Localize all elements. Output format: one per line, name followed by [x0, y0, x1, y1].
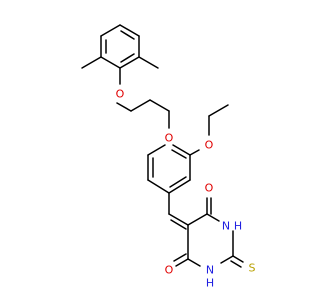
- bond: [187, 258, 201, 267]
- bond: [119, 56, 140, 69]
- bond: [100, 56, 121, 69]
- bond: [149, 99, 170, 112]
- nitrogen-hydrogen-bottom: H: [206, 277, 214, 290]
- oxygen-label-ether-mid: O: [165, 132, 174, 145]
- bond: [116, 102, 132, 112]
- nitrogen-hydrogen-right: H: [234, 220, 242, 233]
- thione-bond: [232, 255, 244, 263]
- bond: [168, 179, 191, 194]
- carbonyl-bond: [175, 258, 189, 267]
- structure-diagram: O O O O O N H N H S: [81, 24, 256, 290]
- ethylene-glycol-linker: [116, 67, 170, 129]
- bond: [220, 255, 234, 264]
- methyl-left: [81, 56, 102, 69]
- bond: [130, 99, 151, 112]
- bond: [206, 213, 220, 222]
- nitrogen-label-bottom: N: [206, 264, 214, 277]
- atom-labels: O O O O O N H N H S: [116, 88, 256, 290]
- bond: [119, 24, 140, 37]
- dimethylphenyl-ring: [81, 24, 159, 69]
- thione-bond: [230, 260, 242, 268]
- oxygen-label-ethoxy: O: [205, 139, 214, 152]
- exocyclic-double-bond: [170, 219, 187, 230]
- bond: [120, 53, 135, 63]
- bond: [172, 144, 191, 156]
- bond: [171, 149, 187, 159]
- thiobarbiturate-ring: [168, 192, 244, 268]
- central-benzene-ring: [147, 144, 191, 194]
- bond: [208, 104, 229, 117]
- oxygen-label-carbonyl-left: O: [165, 264, 174, 277]
- bond: [147, 179, 170, 194]
- methyl-right: [138, 56, 159, 69]
- bond: [120, 30, 135, 40]
- bond: [100, 24, 121, 37]
- bond: [187, 213, 208, 226]
- bond: [189, 149, 200, 156]
- bond: [147, 144, 166, 156]
- ethoxy-group: [189, 104, 229, 156]
- nitrogen-label-right: N: [222, 220, 230, 233]
- molecule-drawing: O O O O O N H N H S: [81, 24, 256, 290]
- exocyclic-double-bond: [168, 213, 189, 226]
- oxygen-label-ether-top: O: [116, 88, 125, 101]
- oxygen-label-carbonyl-right: O: [205, 182, 214, 195]
- bond: [169, 176, 187, 188]
- sulfur-label-thione: S: [249, 262, 256, 275]
- carbonyl-bond: [173, 253, 187, 262]
